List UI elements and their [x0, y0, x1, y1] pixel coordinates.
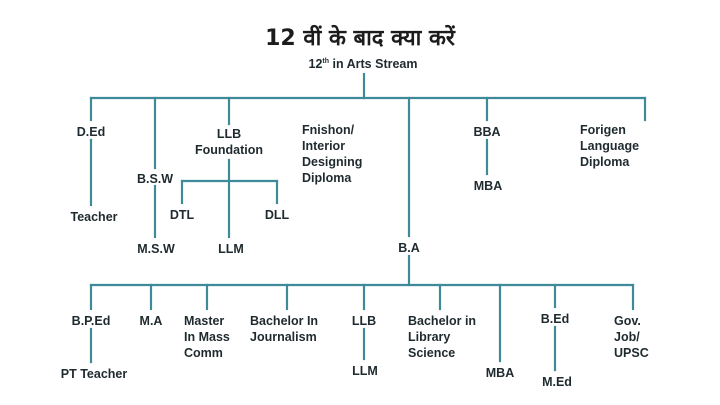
node-dtl: DTL — [169, 208, 195, 222]
node-fashion-diploma: Fnishon/ Interior Designing Diploma — [302, 123, 363, 185]
node-pt-teacher: PT Teacher — [60, 367, 128, 381]
root-text: in Arts Stream — [329, 57, 418, 71]
node-bachelor-journalism: Bachelor In Journalism — [250, 314, 319, 344]
node-ma: M.A — [139, 314, 163, 328]
node-bba: BBA — [473, 125, 501, 139]
root-number: 12 — [308, 57, 323, 71]
node-bed: B.Ed — [540, 312, 570, 326]
root-suffix: th — [322, 57, 330, 65]
node-ded: D.Ed — [76, 125, 106, 139]
node-mba-top: MBA — [473, 179, 503, 193]
node-master-mass-comm: Master In Mass Comm — [184, 314, 230, 360]
node-bped: B.P.Ed — [71, 314, 111, 328]
diagram-title: 12 वीं के बाद क्या करें — [265, 26, 455, 51]
node-llb: LLB — [351, 314, 377, 328]
root-node: 12th in Arts Stream — [309, 57, 418, 71]
node-ba: B.A — [398, 241, 420, 255]
node-bsw: B.S.W — [136, 172, 174, 186]
node-msw: M.S.W — [137, 242, 175, 256]
node-gov-job: Gov. Job/ UPSC — [614, 314, 649, 360]
node-med: M.Ed — [542, 375, 572, 389]
node-dll: DLL — [264, 208, 290, 222]
node-bachelor-library: Bachelor in Library Science — [408, 314, 477, 360]
node-llb-foundation: LLB Foundation — [194, 127, 264, 157]
node-foreign-language: Forigen Language Diploma — [580, 123, 640, 169]
node-llm-top: LLM — [218, 242, 244, 256]
node-mba-ba: MBA — [485, 366, 515, 380]
node-teacher: Teacher — [70, 210, 118, 224]
node-llm-ba: LLM — [352, 364, 378, 378]
